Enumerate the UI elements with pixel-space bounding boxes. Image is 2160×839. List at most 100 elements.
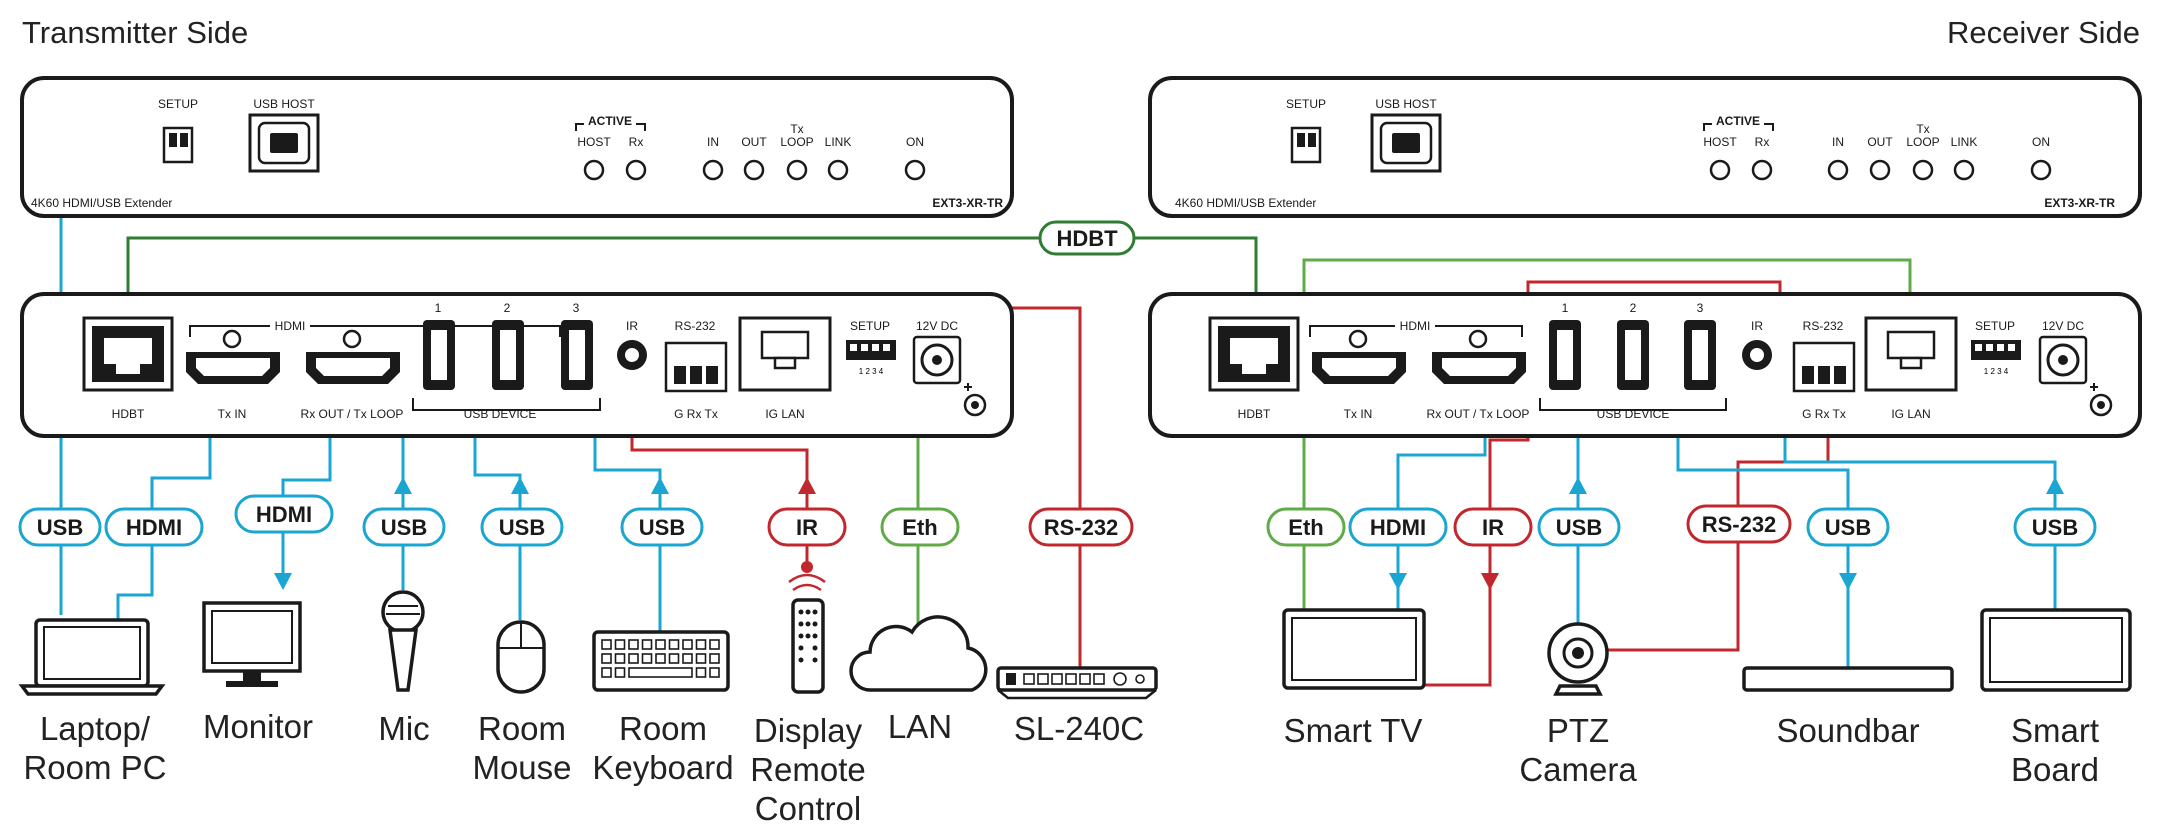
keyboard-key [682, 639, 693, 650]
rx-pill-rs232: RS-232 [1686, 504, 1792, 544]
tx-ig-lan-label: IG LAN [765, 407, 804, 421]
rx-rs232-label: RS-232 [1803, 319, 1844, 333]
tx-hdmi-in-port[interactable] [186, 329, 280, 384]
rx-ground-screw-icon [2089, 383, 2113, 417]
tx-rs232-terminal[interactable] [664, 341, 728, 393]
svg-text:USB: USB [381, 515, 427, 540]
rx-rs232-pins: G Rx Tx [1802, 407, 1846, 421]
tx-pill-usb-keyboard: USB [620, 507, 704, 547]
smart-tv-label: Smart TV [1284, 712, 1423, 749]
keyboard-icon [592, 630, 730, 692]
keyboard-key [601, 653, 612, 664]
svg-text:HDMI: HDMI [126, 515, 182, 540]
arrow-tx-hdmi-out [274, 573, 292, 590]
arrow-tx-usb1 [394, 477, 412, 494]
sl240c-controller-icon [996, 666, 1158, 700]
rx-usb-device-ports[interactable] [1549, 320, 1716, 390]
tx-loop-led-label-1: Tx [790, 122, 803, 136]
keyboard-key [641, 653, 653, 664]
svg-text:USB: USB [1825, 515, 1871, 540]
transmitter-side-heading: Transmitter Side [22, 15, 248, 50]
tx-link-led-label: LINK [825, 135, 852, 149]
remote-label-line1: Display [754, 712, 863, 749]
device-labels: Laptop/ Room PC Monitor Mic Room Mouse R… [23, 708, 2099, 827]
rx-hdmi-in-label: Tx IN [1344, 407, 1373, 421]
keyboard-key [628, 653, 639, 664]
rx-hdmi-out-label: Rx OUT / Tx LOOP [1427, 407, 1530, 421]
tx-product-name: 4K60 HDMI/USB Extender [31, 196, 172, 210]
tx-out-led-label: OUT [741, 135, 767, 149]
keyboard-key [695, 639, 707, 650]
mouse-icon [496, 620, 546, 694]
rx-usb-host-label: USB HOST [1375, 97, 1437, 111]
tx-usb3-number: 3 [573, 301, 580, 315]
arrow-tx-usb2 [511, 477, 529, 494]
smart-board-label-line1: Smart [2011, 712, 2099, 749]
keyboard-key [655, 653, 666, 664]
rx-pill-usb-camera: USB [1537, 507, 1621, 547]
tx-pill-usb-mic: USB [362, 507, 446, 547]
rx-active-label: ACTIVE [1716, 114, 1760, 128]
tx-pill-usb-mouse: USB [480, 507, 564, 547]
tx-usb-host-label: USB HOST [253, 97, 315, 111]
mouse-label-line2: Mouse [472, 749, 571, 786]
rx-loop-led-label-1: Tx [1916, 122, 1929, 136]
rx-hdmi-out-port[interactable] [1432, 329, 1526, 384]
rx-link-led-label: LINK [1951, 135, 1978, 149]
rx-hdmi-in-port[interactable] [1312, 329, 1406, 384]
rx-rear-dip-switch[interactable] [1971, 340, 2021, 360]
rx-pill-ir: IR [1453, 507, 1533, 547]
rx-host-led-label: HOST [1703, 135, 1737, 149]
ptz-label-line1: PTZ [1547, 712, 1609, 749]
arrow-tx-ir [798, 477, 816, 494]
keyboard-key [695, 653, 707, 664]
rx-status-leds [1709, 159, 2052, 181]
keyboard-key [614, 667, 626, 678]
rx-ig-lan-port[interactable] [1864, 316, 1958, 392]
rx-model-name: EXT3-XR-TR [2044, 196, 2115, 210]
tx-rs232-label: RS-232 [675, 319, 716, 333]
arrow-rx-usb1 [1569, 477, 1587, 494]
rx-rx-led-label: Rx [1755, 135, 1770, 149]
tx-hdmi-in-label: Tx IN [218, 407, 247, 421]
rx-usb3-number: 3 [1697, 301, 1704, 315]
tx-usb-device-ports[interactable] [423, 320, 593, 390]
rx-hdbt-port[interactable] [1208, 316, 1300, 392]
svg-text:USB: USB [499, 515, 545, 540]
rx-power-port[interactable] [2038, 335, 2088, 385]
ptz-camera-icon [1547, 622, 1609, 696]
rx-ig-lan-label: IG LAN [1891, 407, 1930, 421]
tx-hdbt-port[interactable] [82, 316, 174, 392]
smart-tv-icon [1282, 608, 1426, 690]
tx-pill-usb-pc: USB [18, 507, 102, 547]
tx-pill-hdmi-pc: HDMI [104, 507, 204, 547]
rx-rs232-terminal[interactable] [1792, 341, 1856, 393]
remote-label-line3: Control [755, 790, 861, 827]
tx-ig-lan-port[interactable] [738, 316, 832, 392]
tx-ir-port[interactable] [617, 340, 647, 370]
keyboard-key [601, 667, 612, 678]
rx-usb2-number: 2 [1630, 301, 1637, 315]
rx-ir-label: IR [1751, 319, 1763, 333]
rx-usb1-number: 1 [1562, 301, 1569, 315]
tx-power-port[interactable] [912, 335, 962, 385]
ir-remote-icon [788, 573, 826, 694]
tx-hdmi-out-port[interactable] [306, 329, 400, 384]
rx-ir-port[interactable] [1742, 340, 1772, 370]
rx-ir-cable [1420, 280, 1782, 687]
keyboard-key [695, 667, 707, 678]
keyboard-key [628, 639, 639, 650]
tx-usb1-number: 1 [435, 301, 442, 315]
rx-on-led-label: ON [2032, 135, 2050, 149]
keyboard-label-line1: Room [619, 710, 707, 747]
rx-in-led-label: IN [1832, 135, 1844, 149]
svg-text:HDMI: HDMI [1370, 515, 1426, 540]
tx-status-leds [583, 159, 926, 181]
svg-text:Eth: Eth [1288, 515, 1323, 540]
keyboard-key [709, 653, 720, 664]
svg-text:IR: IR [796, 515, 818, 540]
tx-active-label: ACTIVE [588, 114, 632, 128]
tx-rear-dip-switch[interactable] [846, 340, 896, 360]
tx-setup-label: SETUP [158, 97, 198, 111]
